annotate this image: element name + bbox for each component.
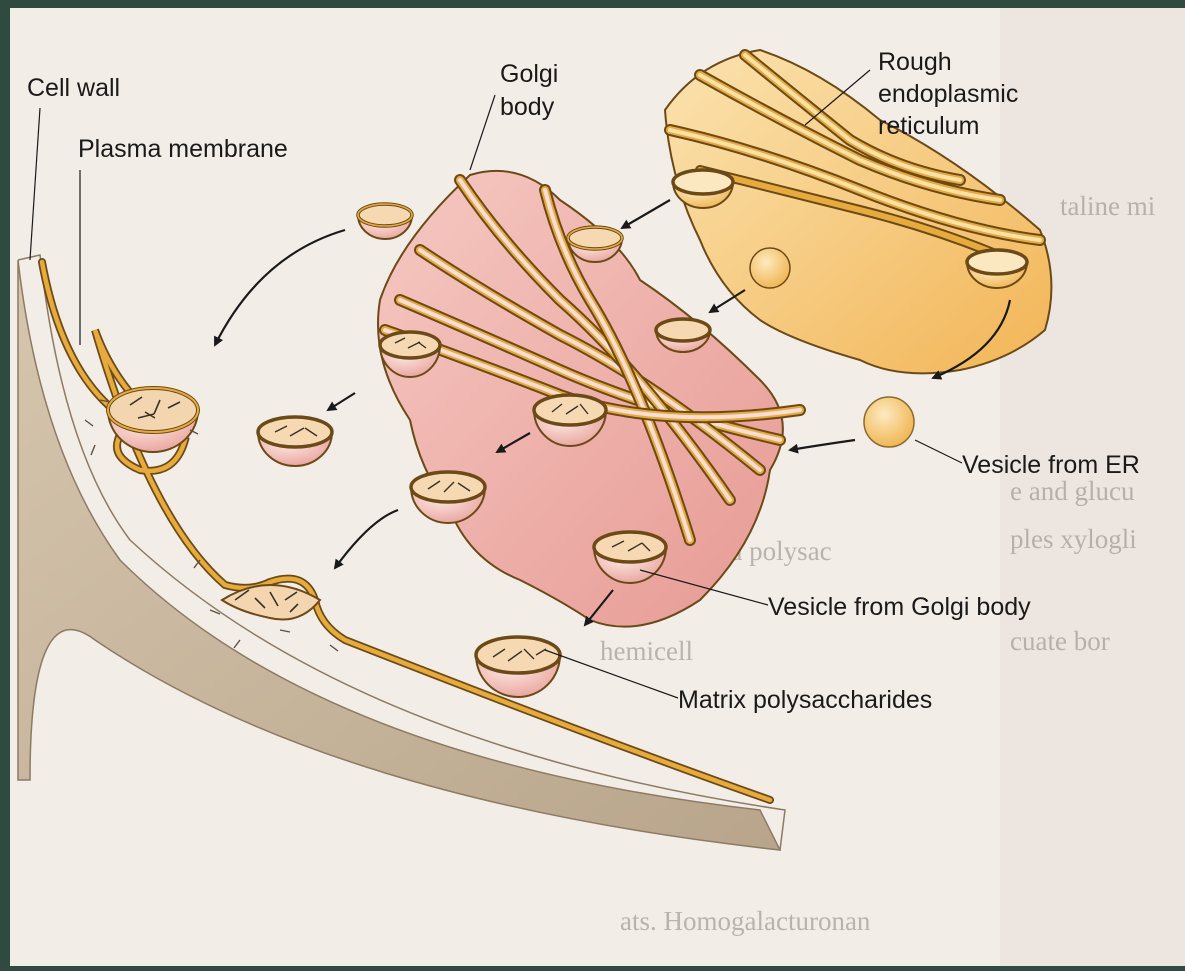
label-rer-line3: reticulum — [878, 112, 979, 140]
svg-text:hemicell: hemicell — [600, 636, 693, 666]
svg-text:taline mi: taline mi — [1060, 191, 1155, 221]
label-plasma-membrane: Plasma membrane — [78, 135, 288, 163]
label-golgi-line2: body — [500, 93, 555, 121]
label-matrix-polysaccharides: Matrix polysaccharides — [678, 686, 932, 714]
label-vesicle-er: Vesicle from ER — [962, 451, 1140, 479]
svg-text:cuate bor: cuate bor — [1010, 626, 1110, 656]
label-rer-line1: Rough — [878, 48, 952, 76]
label-rer-line2: endoplasmic — [878, 80, 1018, 108]
svg-text:ples xylogli: ples xylogli — [1010, 524, 1137, 554]
label-cell-wall: Cell wall — [27, 74, 120, 102]
svg-text:ats. Homogalacturonan: ats. Homogalacturonan — [620, 906, 871, 936]
label-golgi-line1: Golgi — [500, 60, 558, 88]
svg-text:e and glucu: e and glucu — [1010, 476, 1135, 506]
er-vesicle — [864, 397, 914, 447]
label-vesicle-golgi: Vesicle from Golgi body — [768, 593, 1031, 621]
